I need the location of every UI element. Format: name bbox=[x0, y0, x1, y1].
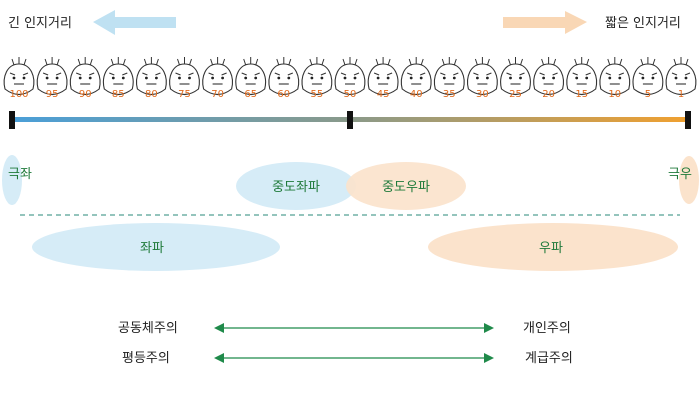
person-face-icon bbox=[301, 57, 333, 96]
egalitarianism-label: 평등주의 bbox=[122, 351, 170, 366]
person-face-icon bbox=[533, 57, 564, 96]
center-right-ellipse bbox=[346, 162, 466, 210]
arrowhead-right-icon bbox=[484, 323, 494, 333]
far-right-ellipse bbox=[679, 156, 699, 204]
scale-value-label: 100 bbox=[9, 89, 28, 100]
far-right-label: 극우 bbox=[668, 167, 692, 182]
center-right-label: 중도우파 bbox=[382, 180, 430, 195]
person-face-icon bbox=[566, 57, 598, 96]
person-face-icon bbox=[69, 57, 101, 96]
person-face-icon bbox=[334, 57, 366, 96]
center-left-label: 중도좌파 bbox=[272, 180, 320, 195]
scale-value-label: 95 bbox=[46, 89, 59, 100]
right-label: 우파 bbox=[539, 241, 563, 256]
scale-value-label: 1 bbox=[678, 89, 684, 100]
arrowhead-left-icon bbox=[214, 353, 224, 363]
scale-value-label: 25 bbox=[509, 89, 522, 100]
scale-value-label: 30 bbox=[476, 89, 489, 100]
person-face-icon bbox=[632, 57, 664, 96]
person-face-icon bbox=[169, 57, 200, 96]
short-distance-label: 짧은 인지거리 bbox=[605, 16, 681, 31]
axis-tick-left bbox=[9, 111, 15, 129]
person-face-icon bbox=[467, 57, 498, 96]
scale-value-label: 65 bbox=[244, 89, 257, 100]
scale-value-label: 90 bbox=[79, 89, 92, 100]
scale-value-label: 75 bbox=[178, 89, 191, 100]
far-left-label: 극좌 bbox=[8, 167, 32, 182]
scale-value-label: 85 bbox=[112, 89, 125, 100]
right-arrow-icon bbox=[503, 11, 587, 34]
left-label: 좌파 bbox=[140, 241, 164, 256]
far-left-ellipse bbox=[2, 155, 22, 205]
person-face-icon bbox=[36, 57, 68, 96]
arrowhead-left-icon bbox=[214, 323, 224, 333]
person-face-icon bbox=[202, 57, 233, 96]
person-face-icon bbox=[3, 57, 35, 96]
person-face-icon bbox=[599, 57, 631, 96]
person-face-icon bbox=[367, 57, 399, 96]
scale-value-label: 40 bbox=[410, 89, 423, 100]
person-face-icon bbox=[235, 57, 267, 96]
person-face-icon bbox=[102, 57, 134, 96]
scale-value-label: 10 bbox=[608, 89, 621, 100]
person-face-icon bbox=[268, 57, 300, 96]
long-distance-label: 긴 인지거리 bbox=[8, 16, 72, 31]
scale-value-label: 70 bbox=[211, 89, 224, 100]
left-ellipse bbox=[32, 223, 280, 271]
scale-value-label: 50 bbox=[344, 89, 357, 100]
center-left-ellipse bbox=[236, 162, 356, 210]
arrowhead-right-icon bbox=[484, 353, 494, 363]
person-face-icon bbox=[665, 57, 697, 96]
axis-tick-right bbox=[685, 111, 691, 129]
axis-tick-center bbox=[347, 111, 353, 129]
scale-value-label: 45 bbox=[377, 89, 390, 100]
scale-value-label: 35 bbox=[443, 89, 456, 100]
person-face-icon bbox=[500, 57, 531, 96]
left-arrow-icon bbox=[93, 10, 176, 35]
right-ellipse bbox=[428, 223, 678, 271]
scale-value-label: 15 bbox=[575, 89, 588, 100]
scale-value-label: 20 bbox=[542, 89, 555, 100]
scale-value-label: 60 bbox=[277, 89, 290, 100]
person-face-icon bbox=[400, 57, 432, 96]
scale-value-label: 5 bbox=[645, 89, 651, 100]
communitarianism-label: 공동체주의 bbox=[118, 321, 178, 336]
scale-value-label: 80 bbox=[145, 89, 158, 100]
person-face-icon bbox=[433, 57, 465, 96]
faces-row: 100 95 90 85 80 75 70 65 60 55 50 45 40 35 30 25 20 15 10 5… bbox=[3, 57, 697, 100]
person-face-icon bbox=[136, 57, 167, 96]
scale-value-label: 55 bbox=[311, 89, 324, 100]
individualism-label: 개인주의 bbox=[523, 321, 571, 336]
hierarchism-label: 계급주의 bbox=[525, 351, 573, 366]
